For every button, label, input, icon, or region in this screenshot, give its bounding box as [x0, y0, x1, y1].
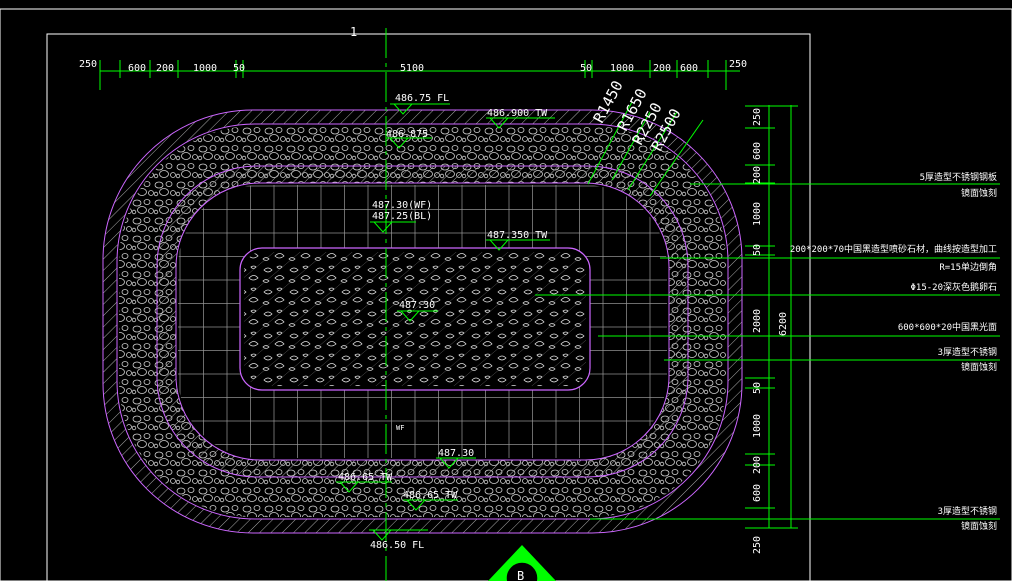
- annotation: 200*200*70中国黑造型喷砂石材，曲线按造型加工: [790, 243, 997, 255]
- top-dimension-chain: [99, 28, 740, 581]
- dim-label: 250: [79, 59, 97, 70]
- dim-label: 600: [752, 142, 763, 160]
- radius-leaders: [587, 101, 704, 197]
- elevation-labels: 486.75 FL 486.900 TW 486.875 487.30(WF) …: [338, 93, 548, 551]
- dim-label: 1000: [610, 63, 634, 74]
- section-marker: B: [488, 545, 556, 581]
- annotation: Φ15-20深灰色鹅卵石: [910, 281, 997, 293]
- elevation-label: 486.65 TW: [338, 472, 393, 483]
- view-label: 1: [350, 25, 357, 39]
- annotation: 5厚造型不锈钢钢板: [920, 171, 997, 183]
- dim-label: 50: [233, 63, 245, 74]
- top-dimension-labels: 250 600 200 1000 50 5100 50 1000 200 600…: [79, 59, 747, 74]
- plan-frame: [46, 33, 811, 581]
- overall-dim-label: 6200: [778, 312, 789, 336]
- dim-label: 200: [752, 166, 763, 184]
- dim-label: 50: [580, 63, 592, 74]
- dim-label: 50: [752, 244, 763, 256]
- dim-label: 250: [729, 59, 747, 70]
- dim-label: 200: [653, 63, 671, 74]
- dim-label: 600: [680, 63, 698, 74]
- elevation-label: 487.25(BL): [372, 211, 432, 222]
- elevation-label: 487.30(WF): [372, 200, 432, 211]
- annotation-texts: 5厚造型不锈钢钢板 镜面蚀刻 200*200*70中国黑造型喷砂石材，曲线按造型…: [790, 171, 997, 532]
- dim-label: 5100: [400, 63, 424, 74]
- elevation-label: 486.50 FL: [370, 540, 424, 551]
- elevation-label: WF: [396, 424, 404, 432]
- sheet-border: [0, 8, 1012, 581]
- dim-label: 1000: [752, 202, 763, 226]
- dim-label: 50: [752, 382, 763, 394]
- elevation-label: 486.875: [386, 129, 428, 140]
- elevation-label: 486.65 TW: [403, 490, 458, 501]
- annotation: 600*600*20中国黑光面: [898, 321, 997, 333]
- elevation-label: 487.30: [438, 448, 474, 459]
- elevation-markers: [336, 103, 555, 541]
- dim-label: 2000: [752, 309, 763, 333]
- annotation: 镜面蚀刻: [961, 520, 997, 532]
- annotation: 镜面蚀刻: [961, 361, 997, 373]
- right-dimension-chain: [745, 105, 798, 529]
- annotation-leaders: [535, 183, 1000, 520]
- right-dimension-labels: 250 600 200 1000 50 2000 50 1000 200 600…: [752, 108, 789, 554]
- section-letter: B: [517, 569, 524, 581]
- dim-label: 200: [752, 456, 763, 474]
- elevation-label: 487.350 TW: [487, 230, 548, 241]
- dim-label: 250: [752, 536, 763, 554]
- annotation: R=15单边倒角: [939, 261, 997, 273]
- annotation: 3厚造型不锈钢: [938, 346, 997, 358]
- annotation: 3厚造型不锈钢: [938, 505, 997, 517]
- dim-label: 250: [752, 108, 763, 126]
- elevation-label: 486.900 TW: [487, 108, 548, 119]
- dim-label: 600: [128, 63, 146, 74]
- center-stone-bed: [244, 252, 586, 386]
- dim-label: 600: [752, 484, 763, 502]
- elevation-label: 486.75 FL: [395, 93, 449, 104]
- elevation-label: 487.30: [399, 300, 435, 311]
- dim-label: 1000: [193, 63, 217, 74]
- annotation: 镜面蚀刻: [961, 187, 997, 199]
- dim-label: 1000: [752, 414, 763, 438]
- dim-label: 200: [156, 63, 174, 74]
